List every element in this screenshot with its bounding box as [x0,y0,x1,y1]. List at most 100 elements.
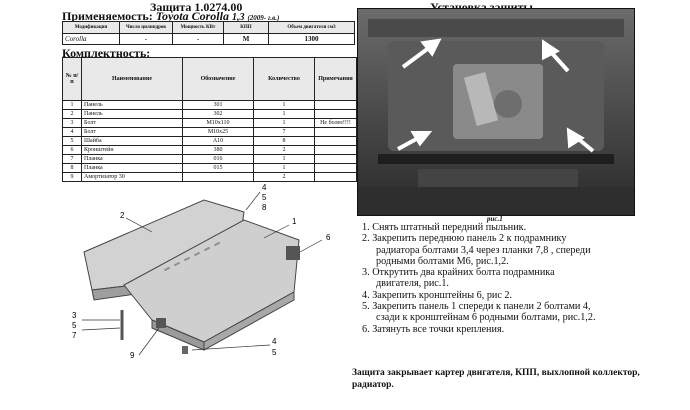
parts-cell: Панель [81,100,183,110]
callout-2: 2 [120,211,125,220]
step-line: 4. Закрепить кронштейны 6, рис 2. [362,289,513,301]
parts-cell: 015 [182,163,254,173]
table-row: 4 Болт M10x25 7 [62,127,357,137]
table-row: 3 Болт M10x110 1 Не более!!!! [62,118,357,128]
step-line: 6. Затянуть все точки крепления. [362,323,505,335]
step-line: родными болтами М6, рис.1,2. [376,255,509,267]
step-line: 1. Снять штатный передний пыльник. [362,222,527,233]
installation-steps: 1. Снять штатный передний пыльник. 2. За… [362,222,687,335]
callout-3: 3 [72,311,77,320]
assembly-illustration: 4 5 8 2 1 6 3 5 7 9 4 5 [72,183,331,360]
parts-cell: 6 [62,145,82,155]
parts-header-cell: Количество [253,57,315,101]
table-row: 7 Планка 016 1 [62,154,357,164]
callout-6: 6 [326,233,331,242]
parts-header-cell: Обозначение [182,57,254,101]
parts-table: № п/п Наименование Обозначение Количеств… [62,57,357,182]
parts-cell: Панель [81,109,183,119]
parts-cell: 1 [253,100,315,110]
step-line: 5. Закрепить панель 1 спереди к панели 2… [362,301,591,313]
parts-cell: Болт [81,118,183,128]
table-row: 9 Амортизатор 30 2 [62,172,357,182]
parts-cell: 380 [182,145,254,155]
spec-header-cell: Мощность КВт [172,21,224,34]
table-row: 5 Шайба A10 8 [62,136,357,146]
step-line: 2. Закрепить переднюю панель 2 к подрамн… [362,233,567,245]
coverage-note: Защита закрывает картер двигателя, КПП, … [352,368,640,390]
parts-cell: 301 [182,100,254,110]
spec-header-cell: КПП [223,21,269,34]
callout-5: 5 [262,193,267,202]
parts-table-header: № п/п Наименование Обозначение Количеств… [62,57,357,101]
parts-cell: Планка [81,163,183,173]
engine-bay-illustration [358,9,634,215]
step-line: двигателя, рис.1. [376,278,449,290]
parts-cell: M10x25 [182,127,254,137]
spec-cell: Corolla [62,33,120,45]
callout-5b: 5 [72,321,77,330]
parts-cell: 1 [253,118,315,128]
parts-cell [314,136,357,146]
applicability-engine: 1,3 [231,12,245,23]
step-line: 3. Открутить два крайних болта подрамник… [362,267,555,279]
parts-cell: 3 [62,118,82,128]
applicability-label: Применяемость: [62,9,153,23]
spec-table-header: Модификация Число цилиндров Мощность КВт… [62,21,355,34]
parts-cell [314,127,357,137]
applicability-line: Применяемость: Toyota Corolla 1,3 (2009-… [62,9,279,24]
parts-cell: Болт [81,127,183,137]
parts-cell: Кронштейн [81,145,183,155]
parts-cell [314,172,357,182]
parts-cell: 1 [253,163,315,173]
spec-table-row: Corolla - - M 1300 [62,33,355,45]
spec-header-cell: Модификация [62,21,120,34]
parts-cell: 1 [62,100,82,110]
parts-cell: 2 [253,145,315,155]
parts-cell: Планка [81,154,183,164]
parts-cell [314,100,357,110]
callout-4b: 4 [272,337,277,346]
parts-cell: 302 [182,109,254,119]
callout-1: 1 [292,217,297,226]
callout-9: 9 [130,351,135,360]
callout-8: 8 [262,203,267,212]
applicability-car: Toyota Corolla [155,9,229,23]
parts-header-cell: № п/п [62,57,82,101]
table-row: 8 Планка 015 1 [62,163,357,173]
parts-cell: 1 [253,109,315,119]
kit-label: Комплектность: [62,46,151,60]
spec-header-cell: Объем двигателя см3 [268,21,355,34]
callout-4: 4 [262,183,267,192]
parts-cell: 8 [62,163,82,173]
parts-cell: Шайба [81,136,183,146]
parts-header-cell: Примечания [314,57,357,101]
parts-cell: 8 [253,136,315,146]
engine-bay-photo [357,8,635,216]
applicability-year: (2009- г.в.) [247,14,280,22]
bracket-part [286,246,300,260]
parts-cell: 2 [62,109,82,119]
table-row: 6 Кронштейн 380 2 [62,145,357,155]
parts-cell [314,163,357,173]
damper-part [156,318,166,328]
parts-cell: 5 [62,136,82,146]
spec-cell: 1300 [268,33,355,45]
parts-cell: 4 [62,127,82,137]
spec-cell: - [119,33,173,45]
parts-cell: 7 [62,154,82,164]
table-row: 2 Панель 302 1 [62,109,357,119]
assembly-drawing: 4 5 8 2 1 6 3 5 7 9 4 5 [64,180,354,405]
parts-cell: 1 [253,154,315,164]
parts-cell: A10 [182,136,254,146]
parts-cell: 016 [182,154,254,164]
step-line: сзади к кронштейнам 6 родными болтами, р… [376,312,596,324]
parts-cell [314,154,357,164]
parts-cell [314,145,357,155]
parts-cell: M10x110 [182,118,254,128]
parts-cell: Не более!!!! [314,118,357,128]
spec-cell: - [172,33,224,45]
parts-cell [314,109,357,119]
photo-caption: рис.1 [487,215,503,223]
spec-cell: M [223,33,269,45]
table-row: 1 Панель 301 1 [62,100,357,110]
